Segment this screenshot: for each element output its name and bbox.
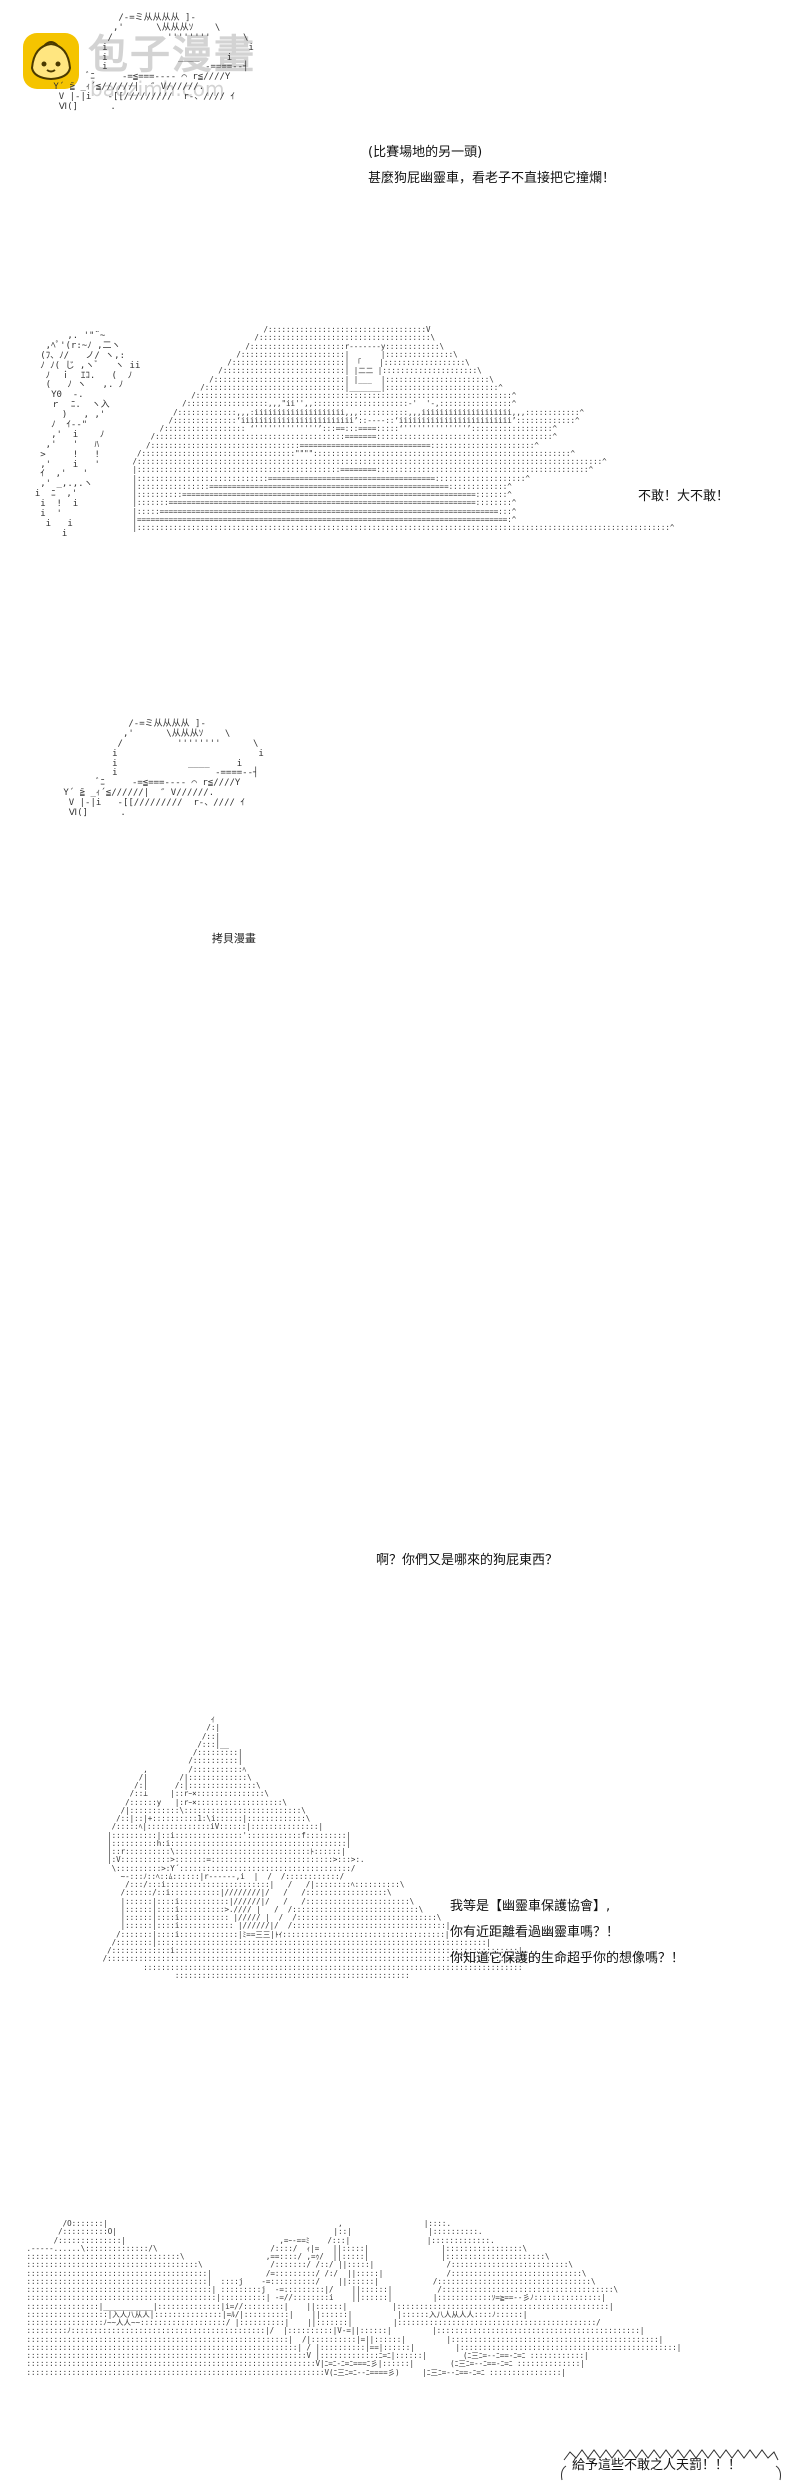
footer-credit: 拷貝漫畫	[211, 932, 256, 946]
dialogue-line: 啊？你們又是哪來的狗屁東西？	[376, 1553, 559, 1568]
dialogue-line: 給予這些不敢之人天罰！！！	[572, 2458, 742, 2473]
bun-mascot-icon	[23, 33, 79, 89]
watermark-url: baozimh.com	[90, 77, 225, 101]
dialogue-line: 你知道它保護的生命超乎你的想像嗎？！	[450, 1951, 685, 1966]
panel-1-dialogue: (比賽場地的另一頭) 甚麼狗屁幽靈車，看老子不直接把它撞爛！	[368, 140, 615, 192]
panel-5-ascii-art: /O:::::::| , |::::. /::::::::::O| |::| |…	[26, 2219, 682, 2377]
dialogue-line: (比賽場地的另一頭)	[368, 145, 483, 160]
watermark-title: 包子漫畫	[88, 32, 256, 78]
panel-2-dialogue: 不敢！大不敢！	[638, 484, 729, 510]
panel-2-figure-ascii-art: ,. '"¨~ ,ﾍﾟ'(r:~ﾉ ,二ヽ (ﾌ、ﾉ/ ノ/ ヽ,: ﾉ ﾉ( …	[34, 331, 141, 539]
panel-1-ascii-art: /-=ミ从从从从 ]- ,' \从从从ｿ \ / '''''''' \ i i …	[10, 13, 781, 2481]
comic-page: 包子漫畫 baozimh.com /-=ミ从从从从 ]- ,' \从从从ｿ \ …	[10, 13, 781, 2481]
dialogue-line: 你有近距離看過幽靈車嗎？！	[450, 1925, 620, 1940]
panel-3-ascii-art: /-=ミ从从从从 ]- ,' \从从从ｿ \ / '''''''' \ i i …	[20, 719, 781, 2481]
panel-5-speech-bubble: 給予這些不敢之人天罰！！！	[558, 2446, 784, 2492]
panel-2-pyramid-ascii-art: /:::::::::::::::::::::::::::::::::::V /:…	[132, 325, 675, 532]
watermark: 包子漫畫 baozimh.com	[22, 32, 256, 100]
panel-4-dialogue: 我等是【幽靈車保護協會】, 你有近距離看過幽靈車嗎？！ 你知道它保護的生命超乎你…	[450, 1894, 684, 1972]
panel-3-dialogue: 啊？你們又是哪來的狗屁東西？	[376, 1548, 558, 1574]
dialogue-line: 我等是【幽靈車保護協會】,	[450, 1899, 611, 1914]
dialogue-line: 不敢！大不敢！	[638, 489, 730, 504]
dialogue-line: 甚麼狗屁幽靈車，看老子不直接把它撞爛！	[368, 171, 616, 186]
